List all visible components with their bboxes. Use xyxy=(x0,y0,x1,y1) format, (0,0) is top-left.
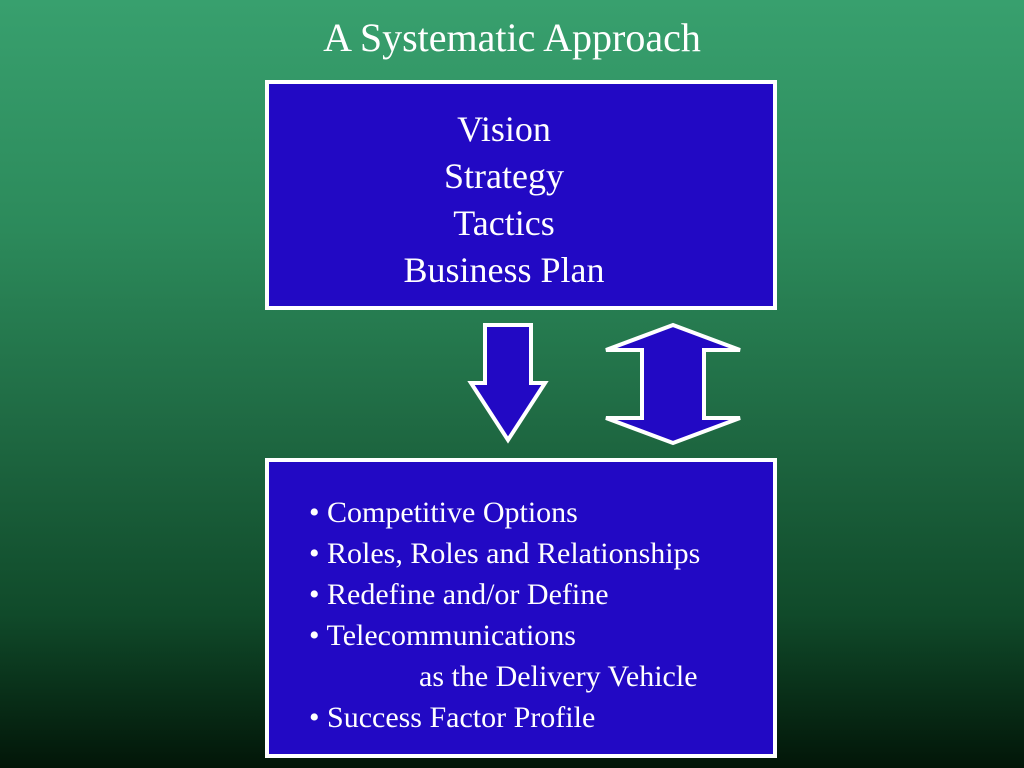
bottom-box: • Competitive Options • Roles, Roles and… xyxy=(265,458,777,758)
slide-title: A Systematic Approach xyxy=(323,15,701,60)
down-arrow-icon xyxy=(467,323,549,444)
bullet-telecommunications-continuation: as the Delivery Vehicle xyxy=(419,660,698,693)
bullet-redefine-define: • Redefine and/or Define xyxy=(309,578,609,611)
top-box-line-tactics: Tactics xyxy=(453,203,555,243)
top-box-line-vision: Vision xyxy=(457,109,551,149)
top-box: Vision Strategy Tactics Business Plan xyxy=(265,80,777,310)
double-headed-arrow-icon xyxy=(605,322,741,446)
bullet-competitive-options: • Competitive Options xyxy=(309,496,578,529)
top-box-line-business-plan: Business Plan xyxy=(403,250,605,290)
bullet-roles-relationships: • Roles, Roles and Relationships xyxy=(309,537,701,570)
bullet-telecommunications: • Telecommunications xyxy=(309,619,576,652)
bullet-success-factor-profile: • Success Factor Profile xyxy=(309,701,596,734)
top-box-line-strategy: Strategy xyxy=(444,156,564,196)
